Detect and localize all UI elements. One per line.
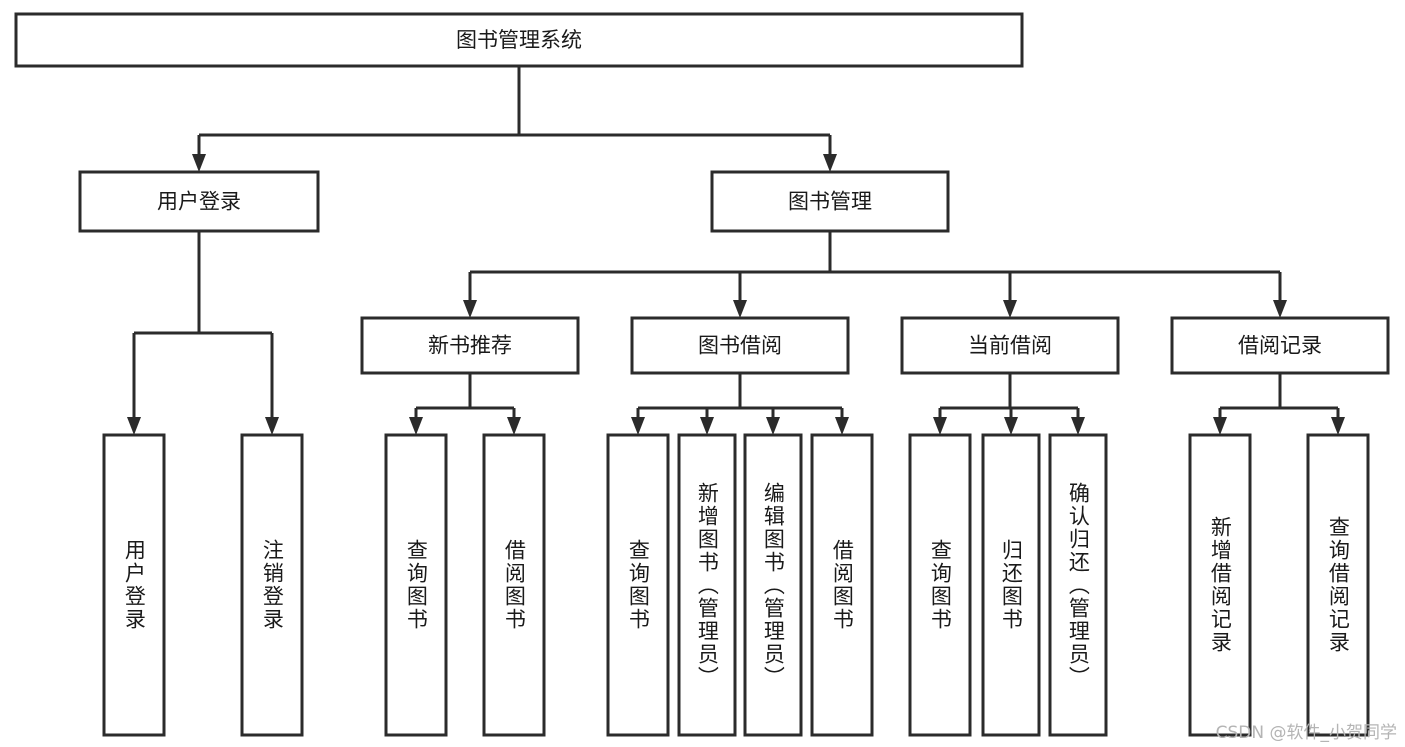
node-box-new-book-recommend[interactable] [360, 316, 580, 375]
node-label-borrow-record: 借阅记录 [1238, 334, 1322, 358]
node-label-new-book-recommend: 新书推荐 [428, 334, 512, 358]
arrow-head-leaf-add-book [700, 417, 714, 435]
node-box-leaf-query-book-1[interactable] [384, 433, 448, 737]
box-layer [14, 12, 1390, 737]
arrow-head-book-management [823, 154, 837, 172]
node-box-leaf-query-record[interactable] [1306, 433, 1370, 737]
arrow-head-user-login [192, 154, 206, 172]
arrow-head-leaf-add-record [1213, 417, 1227, 435]
node-box-leaf-borrow-book-2[interactable] [810, 433, 874, 737]
arrow-head-leaf-confirm-return [1071, 417, 1085, 435]
node-box-book-management[interactable] [710, 170, 950, 233]
arrow-head-leaf-query-book-3 [933, 417, 947, 435]
node-box-leaf-confirm-return[interactable] [1048, 433, 1108, 737]
node-label-current-borrow: 当前借阅 [968, 334, 1052, 358]
arrow-head-leaf-query-record [1331, 417, 1345, 435]
connector-layer [127, 66, 1345, 435]
arrow-head-leaf-user-logout [265, 417, 279, 435]
node-label-root: 图书管理系统 [456, 28, 582, 52]
arrow-head-book-borrow [733, 300, 747, 318]
arrow-head-leaf-borrow-book-2 [835, 417, 849, 435]
node-box-root[interactable] [14, 12, 1024, 68]
arrow-head-leaf-edit-book [766, 417, 780, 435]
arrow-head-leaf-query-book-1 [409, 417, 423, 435]
node-box-book-borrow[interactable] [630, 316, 850, 375]
arrow-head-leaf-user-login [127, 417, 141, 435]
arrow-head-leaf-query-book-2 [631, 417, 645, 435]
node-box-leaf-query-book-2[interactable] [606, 433, 670, 737]
arrow-head-leaf-borrow-book-1 [507, 417, 521, 435]
watermark-text: CSDN @软件_小贺同学 [1215, 723, 1397, 743]
arrow-head-borrow-record [1273, 300, 1287, 318]
arrow-head-new-book-recommend [463, 300, 477, 318]
node-box-leaf-add-book[interactable] [677, 433, 737, 737]
arrow-head-leaf-return-book [1004, 417, 1018, 435]
node-label-book-borrow: 图书借阅 [698, 334, 782, 358]
arrow-head-current-borrow [1003, 300, 1017, 318]
node-label-book-management: 图书管理 [788, 190, 872, 214]
node-box-current-borrow[interactable] [900, 316, 1120, 375]
node-box-leaf-user-logout[interactable] [240, 433, 304, 737]
node-box-borrow-record[interactable] [1170, 316, 1390, 375]
node-box-leaf-borrow-book-1[interactable] [482, 433, 546, 737]
node-box-leaf-query-book-3[interactable] [908, 433, 972, 737]
node-box-leaf-edit-book[interactable] [743, 433, 803, 737]
node-label-user-login: 用户登录 [157, 190, 241, 214]
node-box-leaf-add-record[interactable] [1188, 433, 1252, 737]
node-box-user-login[interactable] [78, 170, 320, 233]
node-box-leaf-user-login[interactable] [102, 433, 166, 737]
node-box-leaf-return-book[interactable] [981, 433, 1041, 737]
